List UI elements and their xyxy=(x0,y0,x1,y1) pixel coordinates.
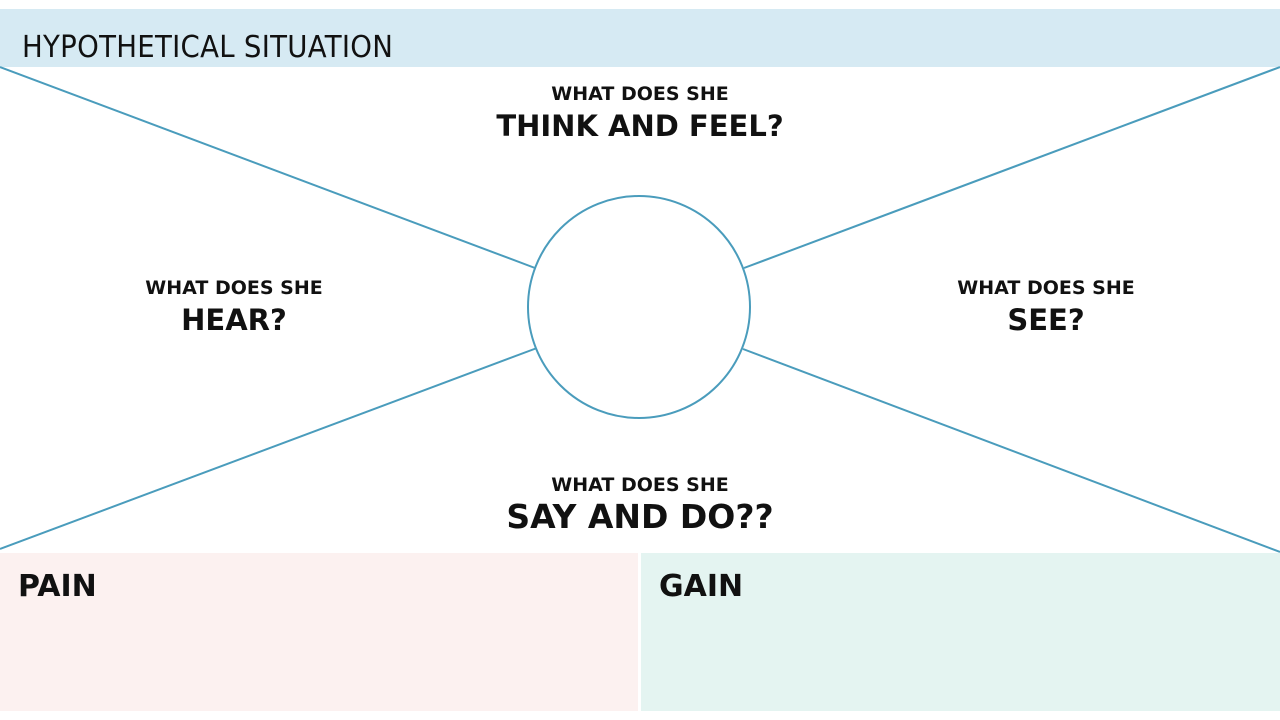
center-circle xyxy=(527,195,751,419)
gain-title: GAIN xyxy=(659,569,744,604)
quadrant-say-do-label: SAY AND DO?? xyxy=(506,497,774,536)
quadrant-see-label: SEE? xyxy=(1007,303,1085,337)
diagonal-top-right xyxy=(743,66,1280,269)
diagonal-bottom-right xyxy=(742,348,1280,553)
quadrant-hear-label: HEAR? xyxy=(181,303,287,337)
header-bar: HYPOTHETICAL SITUATION xyxy=(0,9,1280,67)
quadrant-say-do: WHAT DOES SHE SAY AND DO?? xyxy=(440,473,840,537)
diagonal-top-left xyxy=(0,66,536,269)
quadrant-hear: WHAT DOES SHE HEAR? xyxy=(84,276,384,340)
quadrant-think-feel: WHAT DOES SHE THINK AND FEEL? xyxy=(440,82,840,146)
gain-panel: GAIN xyxy=(641,553,1280,711)
quadrant-say-do-prefix: WHAT DOES SHE xyxy=(551,474,729,496)
pain-panel: PAIN xyxy=(0,553,638,711)
quadrant-see: WHAT DOES SHE SEE? xyxy=(896,276,1196,340)
quadrant-think-feel-label: THINK AND FEEL? xyxy=(496,109,784,143)
diagonal-bottom-left xyxy=(0,347,538,550)
pain-title: PAIN xyxy=(18,569,97,604)
quadrant-hear-prefix: WHAT DOES SHE xyxy=(145,277,323,299)
quadrant-see-prefix: WHAT DOES SHE xyxy=(957,277,1135,299)
quadrant-think-feel-prefix: WHAT DOES SHE xyxy=(551,83,729,105)
slide-title: HYPOTHETICAL SITUATION xyxy=(22,30,394,65)
